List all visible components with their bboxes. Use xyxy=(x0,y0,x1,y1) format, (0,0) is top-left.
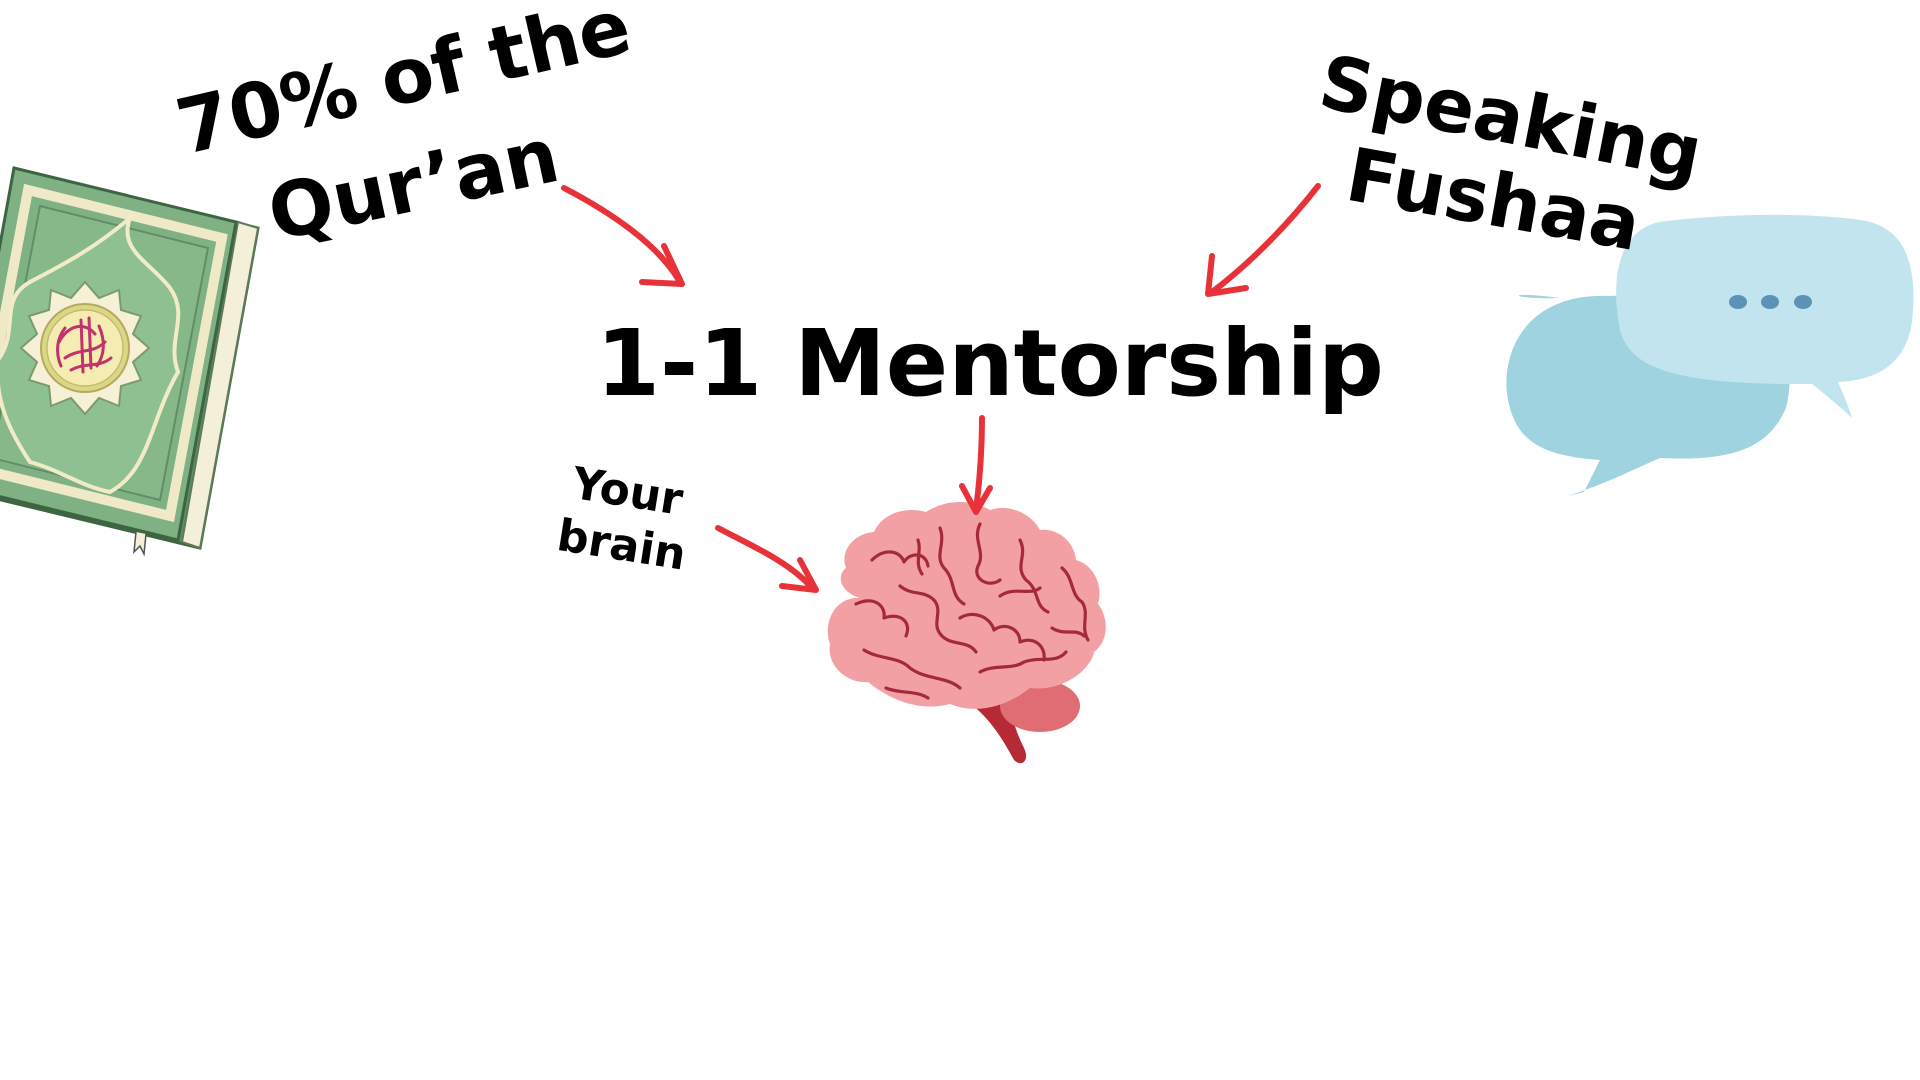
arrow-speaking-to-mentorship xyxy=(1205,183,1321,297)
arrow-yourbrain-to-brain xyxy=(715,525,819,593)
center-label: 1-1 Mentorship xyxy=(596,310,1384,417)
arrow-quran-to-mentorship xyxy=(561,185,685,287)
arrow-mentorship-to-brain xyxy=(959,415,993,515)
